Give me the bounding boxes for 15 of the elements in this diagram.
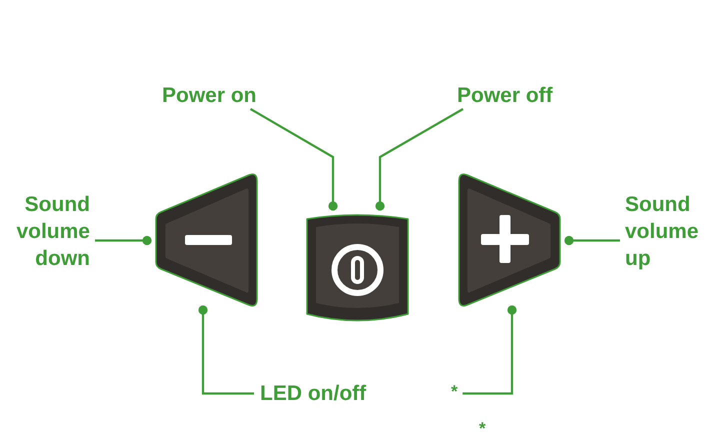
leader-line: [250, 108, 338, 211]
leader-line: [95, 236, 152, 246]
leader-line: [198, 305, 254, 395]
footnote-mark: *: [451, 383, 458, 400]
leader-line: [564, 236, 620, 246]
callout-label: Power on: [162, 82, 257, 109]
callout-label: LED on/off: [260, 380, 366, 407]
leader-line: [375, 108, 464, 211]
callout-label: Sound volume down: [4, 191, 90, 272]
minus-button: [154, 172, 259, 309]
plus-button: [457, 172, 562, 309]
footnote-mark: *: [479, 420, 486, 437]
callout-label: Sound volume up: [625, 191, 711, 272]
callout-label: Power off: [457, 82, 553, 109]
leader-line: [462, 305, 517, 395]
